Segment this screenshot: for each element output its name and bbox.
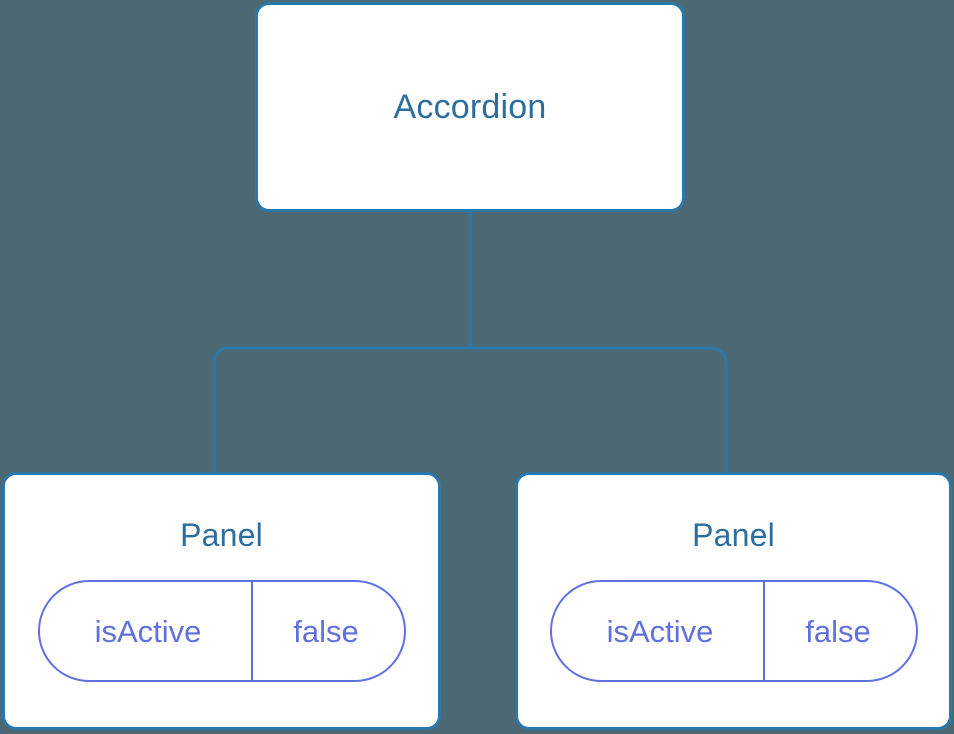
- prop-key-2: isActive: [552, 582, 765, 680]
- tree-node-panel-2[interactable]: Panel isActive false: [515, 472, 952, 730]
- connector-branch-bar: [212, 346, 728, 472]
- prop-value-2: false: [805, 613, 871, 649]
- prop-pill-1[interactable]: isActive false: [37, 580, 406, 682]
- node-title-panel-1: Panel: [180, 517, 263, 553]
- node-title-accordion: Accordion: [393, 88, 547, 126]
- node-title-panel-2: Panel: [692, 517, 775, 553]
- prop-pill-2[interactable]: isActive false: [549, 580, 918, 682]
- tree-node-accordion[interactable]: Accordion: [255, 2, 685, 212]
- prop-value-1: false: [293, 613, 359, 649]
- prop-key-1: isActive: [40, 582, 253, 680]
- tree-node-panel-1[interactable]: Panel isActive false: [2, 472, 441, 730]
